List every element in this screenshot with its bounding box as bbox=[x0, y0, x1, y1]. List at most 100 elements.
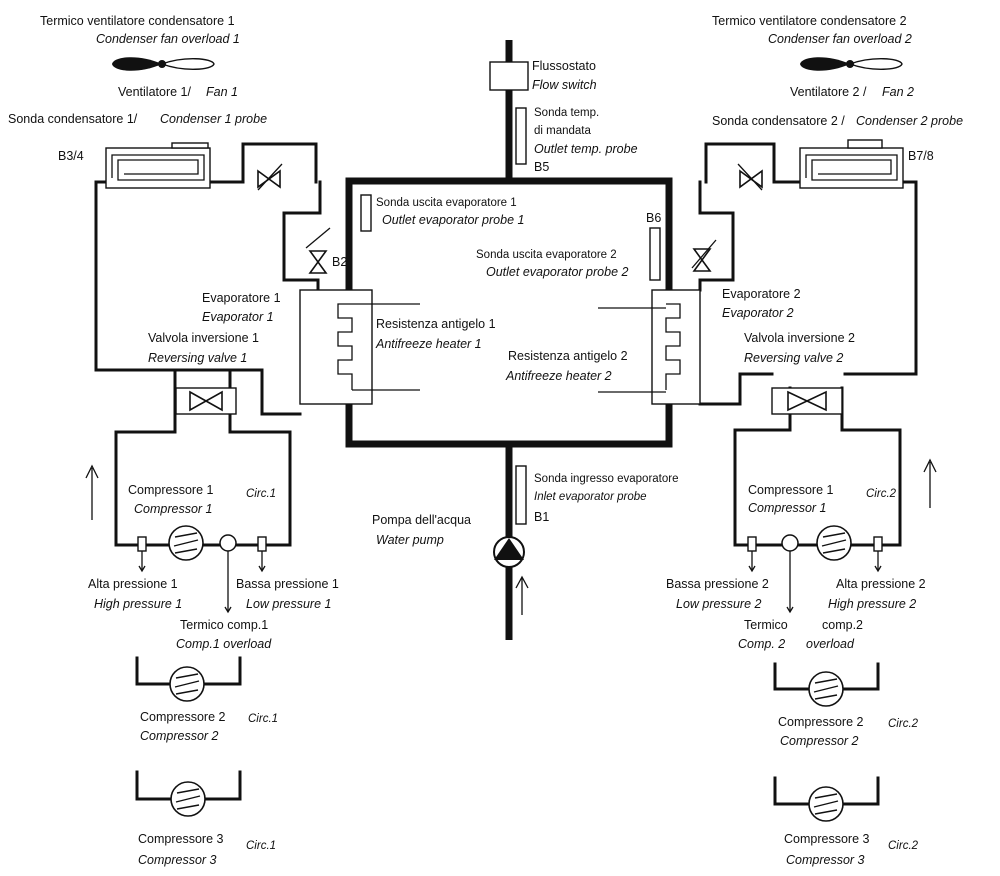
circ2-label-2: Circ.2 bbox=[888, 718, 919, 730]
circ1-label-2: Circ.1 bbox=[248, 713, 278, 725]
high-pressure-switch-2 bbox=[873, 536, 883, 552]
pressure-leads-1 bbox=[138, 551, 266, 614]
fan-1 bbox=[112, 57, 215, 71]
comp3-c2-label: Compressore 3 bbox=[784, 832, 869, 846]
comp2-c2-label: Compressore 2 bbox=[778, 715, 863, 729]
co2-label-en-2: overload bbox=[806, 637, 855, 651]
expansion-valve-2a bbox=[737, 163, 763, 191]
b34-label: B3/4 bbox=[58, 149, 84, 163]
b78-label: B7/8 bbox=[908, 149, 934, 163]
circ2-label-3: Circ.2 bbox=[888, 840, 919, 852]
inlet-evaporator-probe bbox=[515, 465, 527, 525]
compressor-2-overload-switch bbox=[781, 534, 799, 552]
comp1-c2-label: Compressore 1 bbox=[748, 483, 833, 497]
flow-switch bbox=[489, 61, 529, 91]
compressor-2-circ-1 bbox=[135, 656, 242, 702]
outlet-probe-label-2: di mandata bbox=[534, 125, 592, 137]
fan1-label: Ventilatore 1/ bbox=[118, 85, 191, 99]
expansion-valve-1a bbox=[257, 163, 283, 191]
hp1-label-en: High pressure 1 bbox=[94, 597, 182, 611]
flow-arrow-up-icon bbox=[515, 575, 529, 615]
hp2-label: Alta pressione 2 bbox=[836, 577, 926, 591]
lp2-label: Bassa pressione 2 bbox=[666, 577, 769, 591]
ah1-label: Resistenza antigelo 1 bbox=[376, 317, 496, 331]
oep1-label-en: Outlet evaporator probe 1 bbox=[382, 213, 524, 227]
outlet-temp-probe bbox=[515, 107, 527, 165]
compressor-3-circ-1 bbox=[135, 770, 242, 817]
rev1-label: Valvola inversione 1 bbox=[148, 331, 259, 345]
oep2-label: Sonda uscita evaporatore 2 bbox=[476, 249, 617, 261]
compressor-3-circ-2 bbox=[773, 776, 880, 822]
fan1-label-en: Fan 1 bbox=[206, 85, 238, 99]
hp2-label-en: High pressure 2 bbox=[828, 597, 916, 611]
fan2-overload-label: Termico ventilatore condensatore 2 bbox=[712, 14, 907, 28]
outlet-probe-label-en: Outlet temp. probe bbox=[534, 142, 638, 156]
rev1-label-en: Reversing valve 1 bbox=[148, 351, 247, 365]
fan2-label: Ventilatore 2 / bbox=[790, 85, 867, 99]
iep-label: Sonda ingresso evaporatore bbox=[534, 473, 679, 485]
fan-2 bbox=[800, 57, 903, 71]
cond1-probe-label-en: Condenser 1 probe bbox=[160, 112, 267, 126]
oep1-label: Sonda uscita evaporatore 1 bbox=[376, 197, 517, 209]
expansion-valve-2b bbox=[691, 239, 717, 272]
comp1-c1-label-en: Compressor 1 bbox=[134, 502, 213, 516]
flow-switch-label-en: Flow switch bbox=[532, 78, 597, 92]
comp2-c1-label-en: Compressor 2 bbox=[140, 729, 219, 743]
cond2-probe-label: Sonda condensatore 2 / bbox=[712, 114, 845, 128]
low-pressure-switch-2 bbox=[747, 536, 757, 552]
co2-label-en: Comp. 2 bbox=[738, 637, 785, 651]
comp3-c1-label-en: Compressor 3 bbox=[138, 853, 217, 867]
lp1-label-en: Low pressure 1 bbox=[246, 597, 331, 611]
co1-label-en: Comp.1 overload bbox=[176, 637, 272, 651]
expansion-valve-1b bbox=[305, 227, 331, 274]
comp3-c1-label: Compressore 3 bbox=[138, 832, 223, 846]
evaporator-2 bbox=[651, 289, 701, 405]
flow-switch-label: Flussostato bbox=[532, 59, 596, 73]
evaporator-1 bbox=[299, 289, 373, 405]
pump-label-en: Water pump bbox=[376, 533, 444, 547]
condenser-2 bbox=[799, 139, 904, 189]
condenser-1 bbox=[105, 142, 211, 189]
evap1-label: Evaporatore 1 bbox=[202, 291, 281, 305]
fan1-overload-label-en: Condenser fan overload 1 bbox=[96, 32, 240, 46]
evap1-label-en: Evaporator 1 bbox=[202, 310, 274, 324]
circ1-label-3: Circ.1 bbox=[246, 840, 276, 852]
fan2-label-en: Fan 2 bbox=[882, 85, 914, 99]
ah2-label-en: Antifreeze heater 2 bbox=[505, 369, 612, 383]
b5-label: B5 bbox=[534, 160, 549, 174]
lp2-label-en: Low pressure 2 bbox=[676, 597, 762, 611]
comp2-c1-label: Compressore 2 bbox=[140, 710, 225, 724]
iep-label-en: Inlet evaporator probe bbox=[534, 491, 647, 503]
co2-label-2: comp.2 bbox=[822, 618, 863, 632]
low-pressure-switch-1 bbox=[257, 536, 267, 552]
rev2-label: Valvola inversione 2 bbox=[744, 331, 855, 345]
compressor-1-overload-switch bbox=[219, 534, 237, 552]
outlet-probe-label-1: Sonda temp. bbox=[534, 107, 599, 119]
outlet-evaporator-probe-1 bbox=[360, 194, 372, 232]
circ2-label-1: Circ.2 bbox=[866, 488, 897, 500]
water-pump bbox=[493, 536, 525, 568]
evap2-label-en: Evaporator 2 bbox=[722, 306, 794, 320]
cond2-probe-label-en: Condenser 2 probe bbox=[856, 114, 963, 128]
comp3-c2-label-en: Compressor 3 bbox=[786, 853, 865, 867]
high-pressure-switch-1 bbox=[137, 536, 147, 552]
b6-label: B6 bbox=[646, 211, 661, 225]
comp1-c1-label: Compressore 1 bbox=[128, 483, 213, 497]
comp1-c2-label-en: Compressor 1 bbox=[748, 501, 827, 515]
b1-label: B1 bbox=[534, 510, 549, 524]
pump-label: Pompa dell'acqua bbox=[372, 513, 471, 527]
ah1-label-en: Antifreeze heater 1 bbox=[375, 337, 482, 351]
co2-label: Termico bbox=[744, 618, 788, 632]
oep2-label-en: Outlet evaporator probe 2 bbox=[486, 265, 628, 279]
fan2-overload-label-en: Condenser fan overload 2 bbox=[768, 32, 912, 46]
evap2-label: Evaporatore 2 bbox=[722, 287, 801, 301]
reversing-valve-2 bbox=[771, 387, 843, 415]
compressor-2-circ-2 bbox=[773, 662, 880, 707]
ah2-label: Resistenza antigelo 2 bbox=[508, 349, 628, 363]
co1-label: Termico comp.1 bbox=[180, 618, 268, 632]
compressor-1-circ-1 bbox=[168, 525, 204, 561]
hp1-label: Alta pressione 1 bbox=[88, 577, 178, 591]
rev2-label-en: Reversing valve 2 bbox=[744, 351, 843, 365]
reversing-valve-1 bbox=[175, 387, 237, 415]
